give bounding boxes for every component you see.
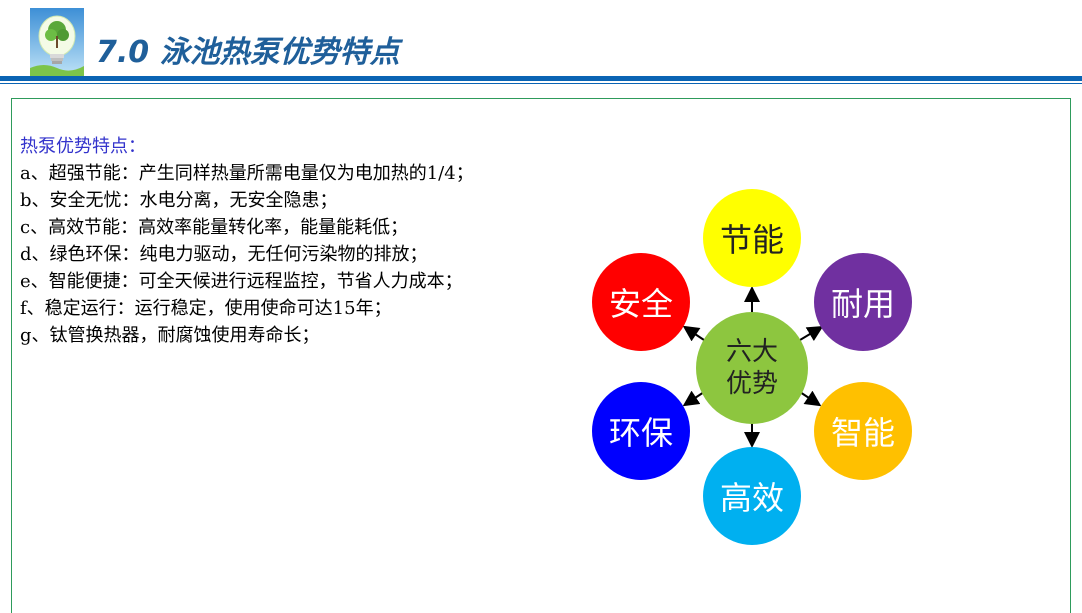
lightbulb-logo-icon [30,8,84,76]
content-frame [11,98,1071,613]
node-top-label: 节能 [719,221,784,259]
advantage-item-e: e、智能便捷：可全天候进行远程监控，节省人力成本； [20,271,463,292]
advantages-heading: 热泵优势特点： [20,136,146,157]
advantage-item-c: c、高效节能：高效率能量转化率，能量能耗低； [20,217,409,238]
center-label: 六大 优势 [725,337,778,399]
node-upper-left-label: 安全 [608,285,673,323]
node-bottom-circle [703,447,801,545]
advantage-item-b: b、安全无忧：水电分离，无安全隐患； [20,190,338,211]
center-circle [696,312,808,424]
node-lower-right-label: 智能 [830,414,895,452]
node-bottom-label: 高效 [719,479,784,517]
node-lower-left-label: 环保 [608,414,673,452]
node-upper-left-circle [592,253,690,351]
node-upper-right-circle [814,253,912,351]
advantage-item-d: d、绿色环保：纯电力驱动，无任何污染物的排放； [20,244,428,265]
header-divider [0,76,1082,81]
arrow-to-upper-right [799,325,824,342]
node-top-circle [703,189,801,287]
arrow-to-lower-right [799,390,822,407]
arrow-to-upper-left [682,325,705,342]
page-title: 7.0 泳池热泵优势特点 [96,35,400,70]
node-lower-left-circle [592,382,690,480]
arrow-to-lower-left [682,390,705,407]
advantage-item-a: a、超强节能：产生同样热量所需电量仅为电加热的1/4； [20,163,474,184]
node-upper-right-label: 耐用 [830,285,895,323]
advantage-item-f: f、稳定运行：运行稳定，使用使命可达15年； [20,298,392,319]
advantages-text: 热泵优势特点： a、超强节能：产生同样热量所需电量仅为电加热的1/4； b、安全… [20,133,474,349]
six-advantages-diagram: 节能 耐用 智能 高效 环保 安全 六大 优势 [590,188,920,550]
node-lower-right-circle [814,382,912,480]
advantage-item-g: g、钛管换热器，耐腐蚀使用寿命长； [20,325,320,346]
header-divider-thin [0,83,1082,84]
